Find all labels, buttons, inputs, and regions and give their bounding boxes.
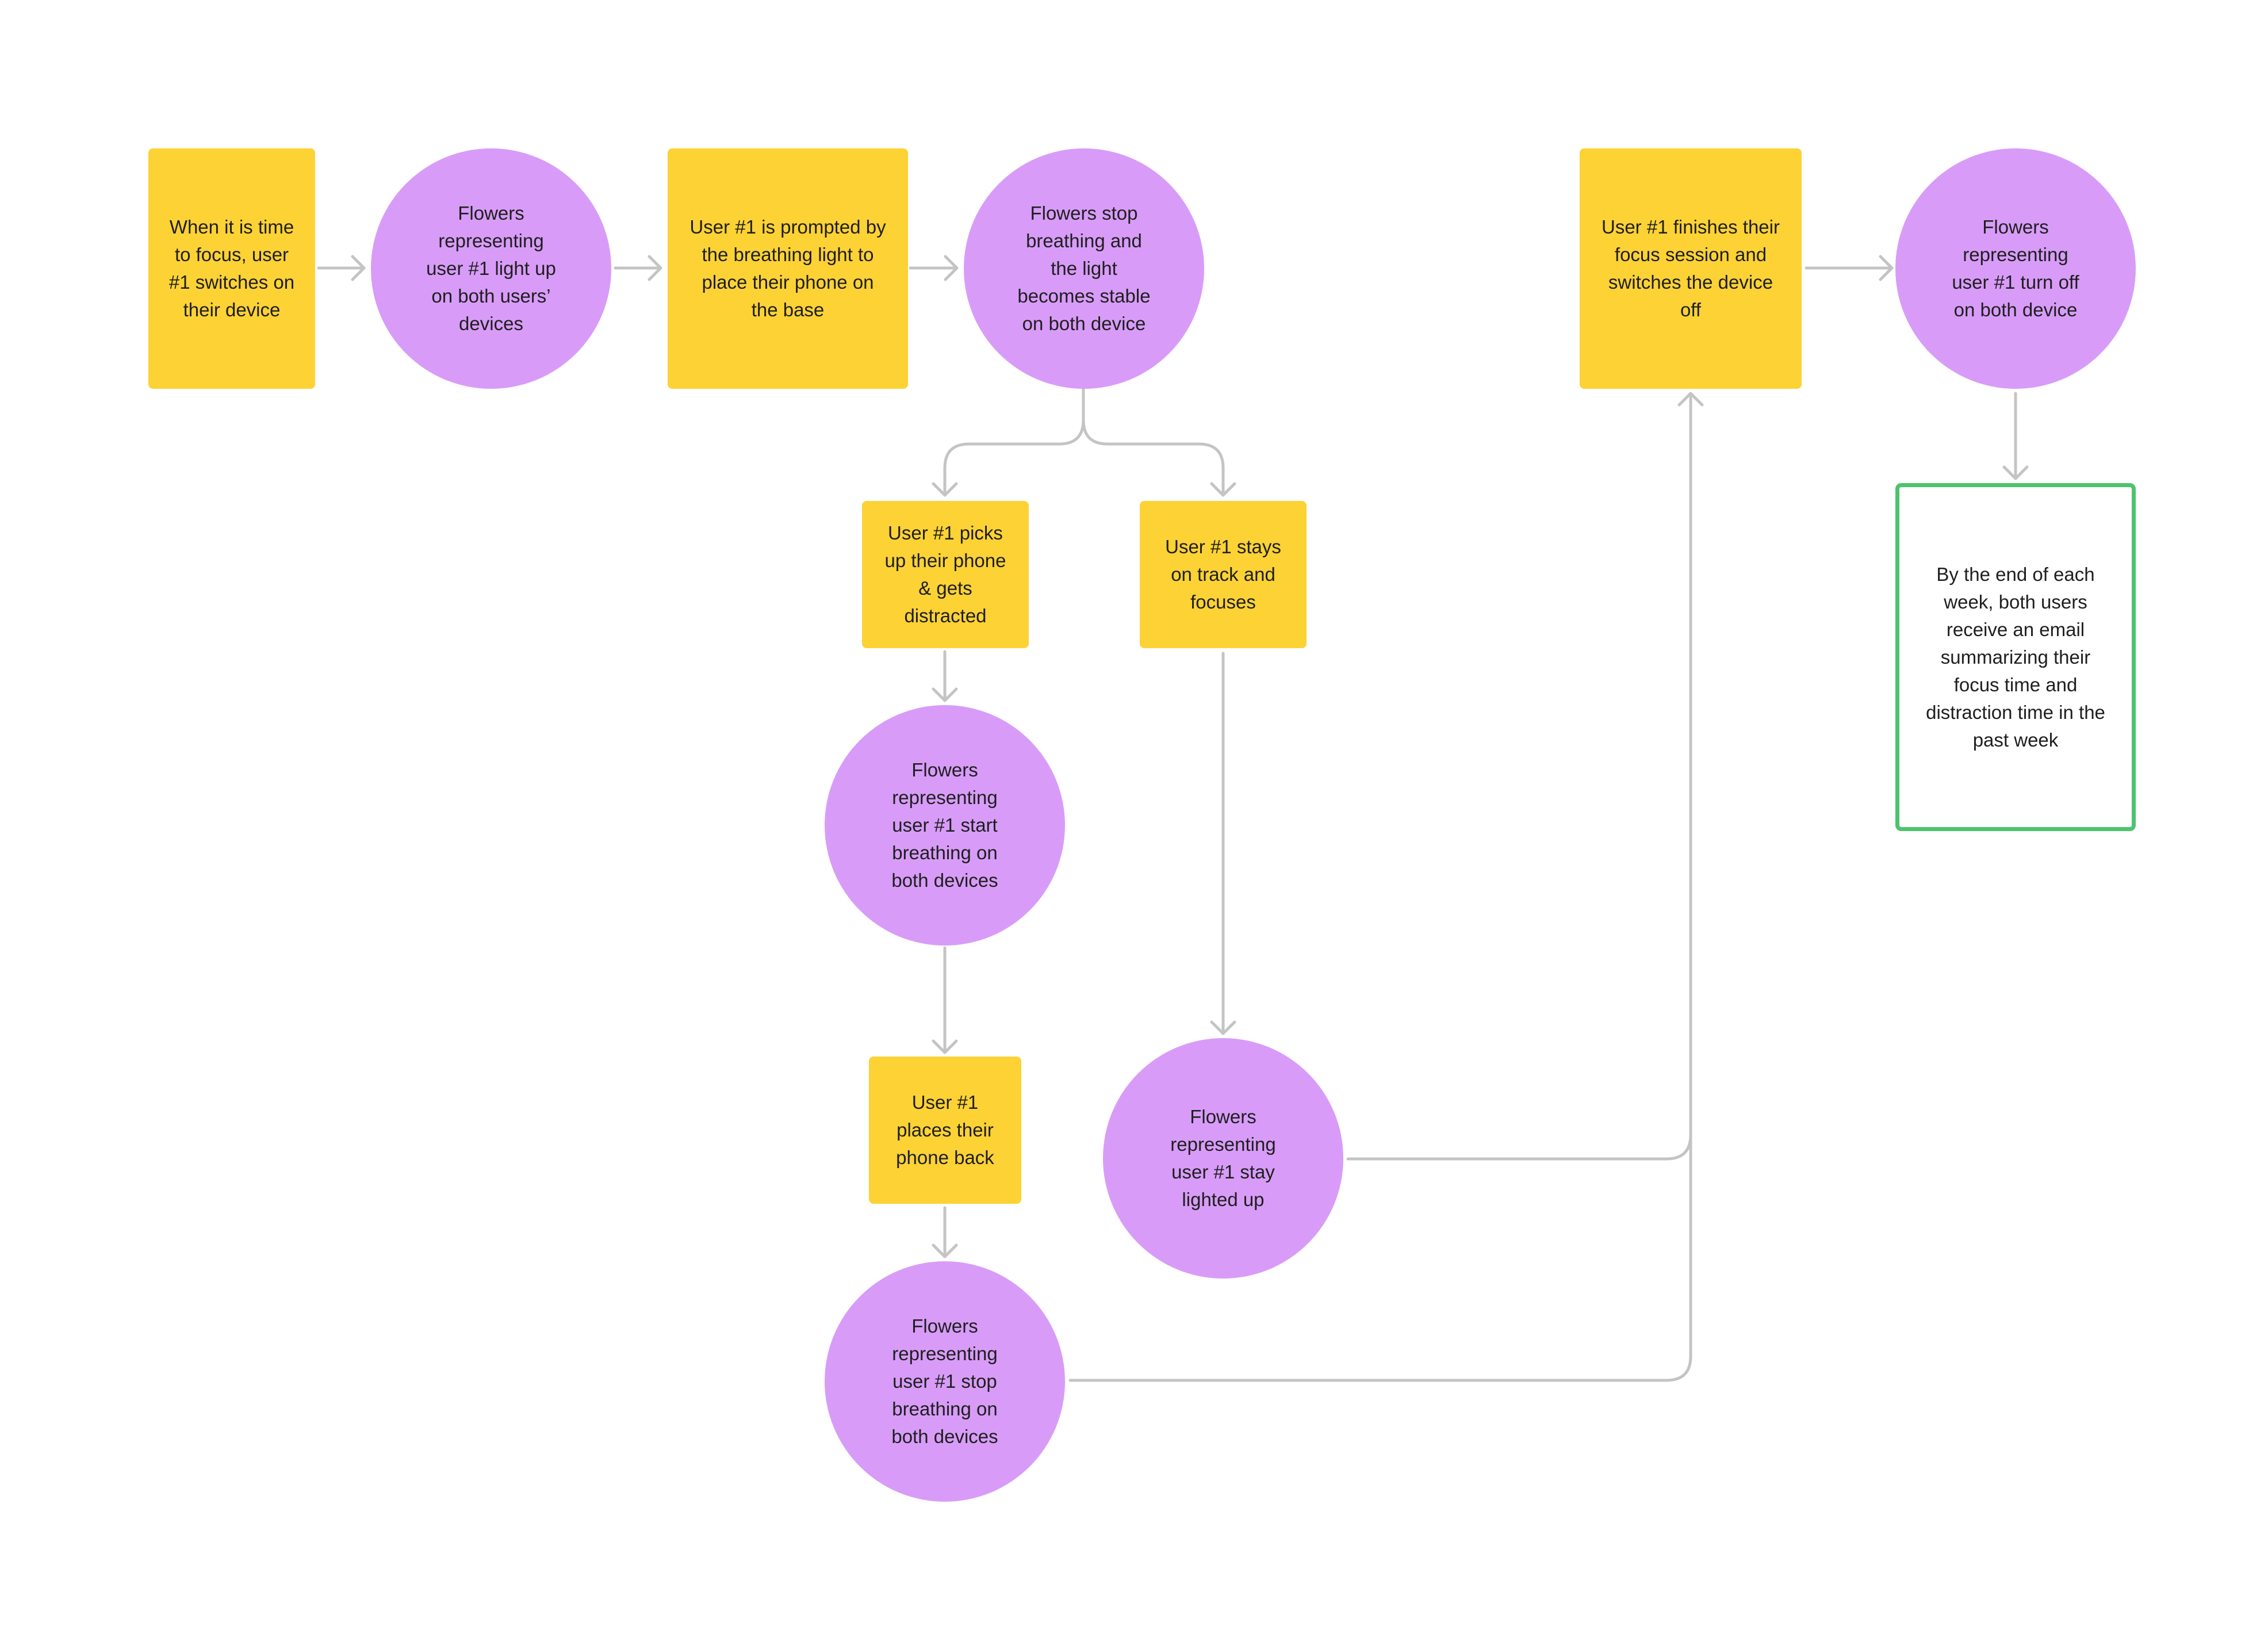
connector-n7-n8 <box>932 946 958 1054</box>
step-flowers-stop-breathing-devices: Flowers representing user #1 stop breath… <box>825 1261 1065 1502</box>
step-flowers-stop-breathing-stable: Flowers stop breathing and the light bec… <box>964 148 1204 389</box>
step-finishes-focus-session: User #1 finishes their focus session and… <box>1580 148 1802 389</box>
connector-n8-n9 <box>932 1206 958 1258</box>
step-weekly-summary-email: By the end of each week, both users rece… <box>1895 483 2136 831</box>
connector-n11-n12 <box>1805 255 1894 281</box>
step-switch-on-device: When it is time to focus, user #1 switch… <box>148 148 315 389</box>
connector-n4-n6 <box>1082 418 1236 497</box>
connector-n2-n3 <box>614 255 662 281</box>
step-places-phone-back: User #1 places their phone back <box>869 1057 1021 1204</box>
step-picks-up-phone-distracted: User #1 picks up their phone & gets dist… <box>862 501 1029 648</box>
step-stays-on-track: User #1 stays on track and focuses <box>1140 501 1307 648</box>
connector-n9-n11 <box>1068 1133 1692 1382</box>
connector-n6-n10 <box>1210 652 1236 1035</box>
connector-n12-n13 <box>2002 392 2029 480</box>
step-flowers-turn-off: Flowers representing user #1 turn off on… <box>1895 148 2136 389</box>
connector-n1-n2 <box>317 255 366 281</box>
connector-n5-n7 <box>932 650 958 702</box>
step-flowers-stay-lighted: Flowers representing user #1 stay lighte… <box>1103 1038 1343 1279</box>
connector-n4-n5 <box>932 388 1085 497</box>
step-flowers-light-up: Flowers representing user #1 light up on… <box>371 148 611 389</box>
step-prompted-place-phone: User #1 is prompted by the breathing lig… <box>668 148 908 389</box>
connector-n10-n11 <box>1346 392 1704 1161</box>
connector-n3-n4 <box>909 255 959 281</box>
step-flowers-start-breathing: Flowers representing user #1 start breat… <box>825 705 1065 946</box>
